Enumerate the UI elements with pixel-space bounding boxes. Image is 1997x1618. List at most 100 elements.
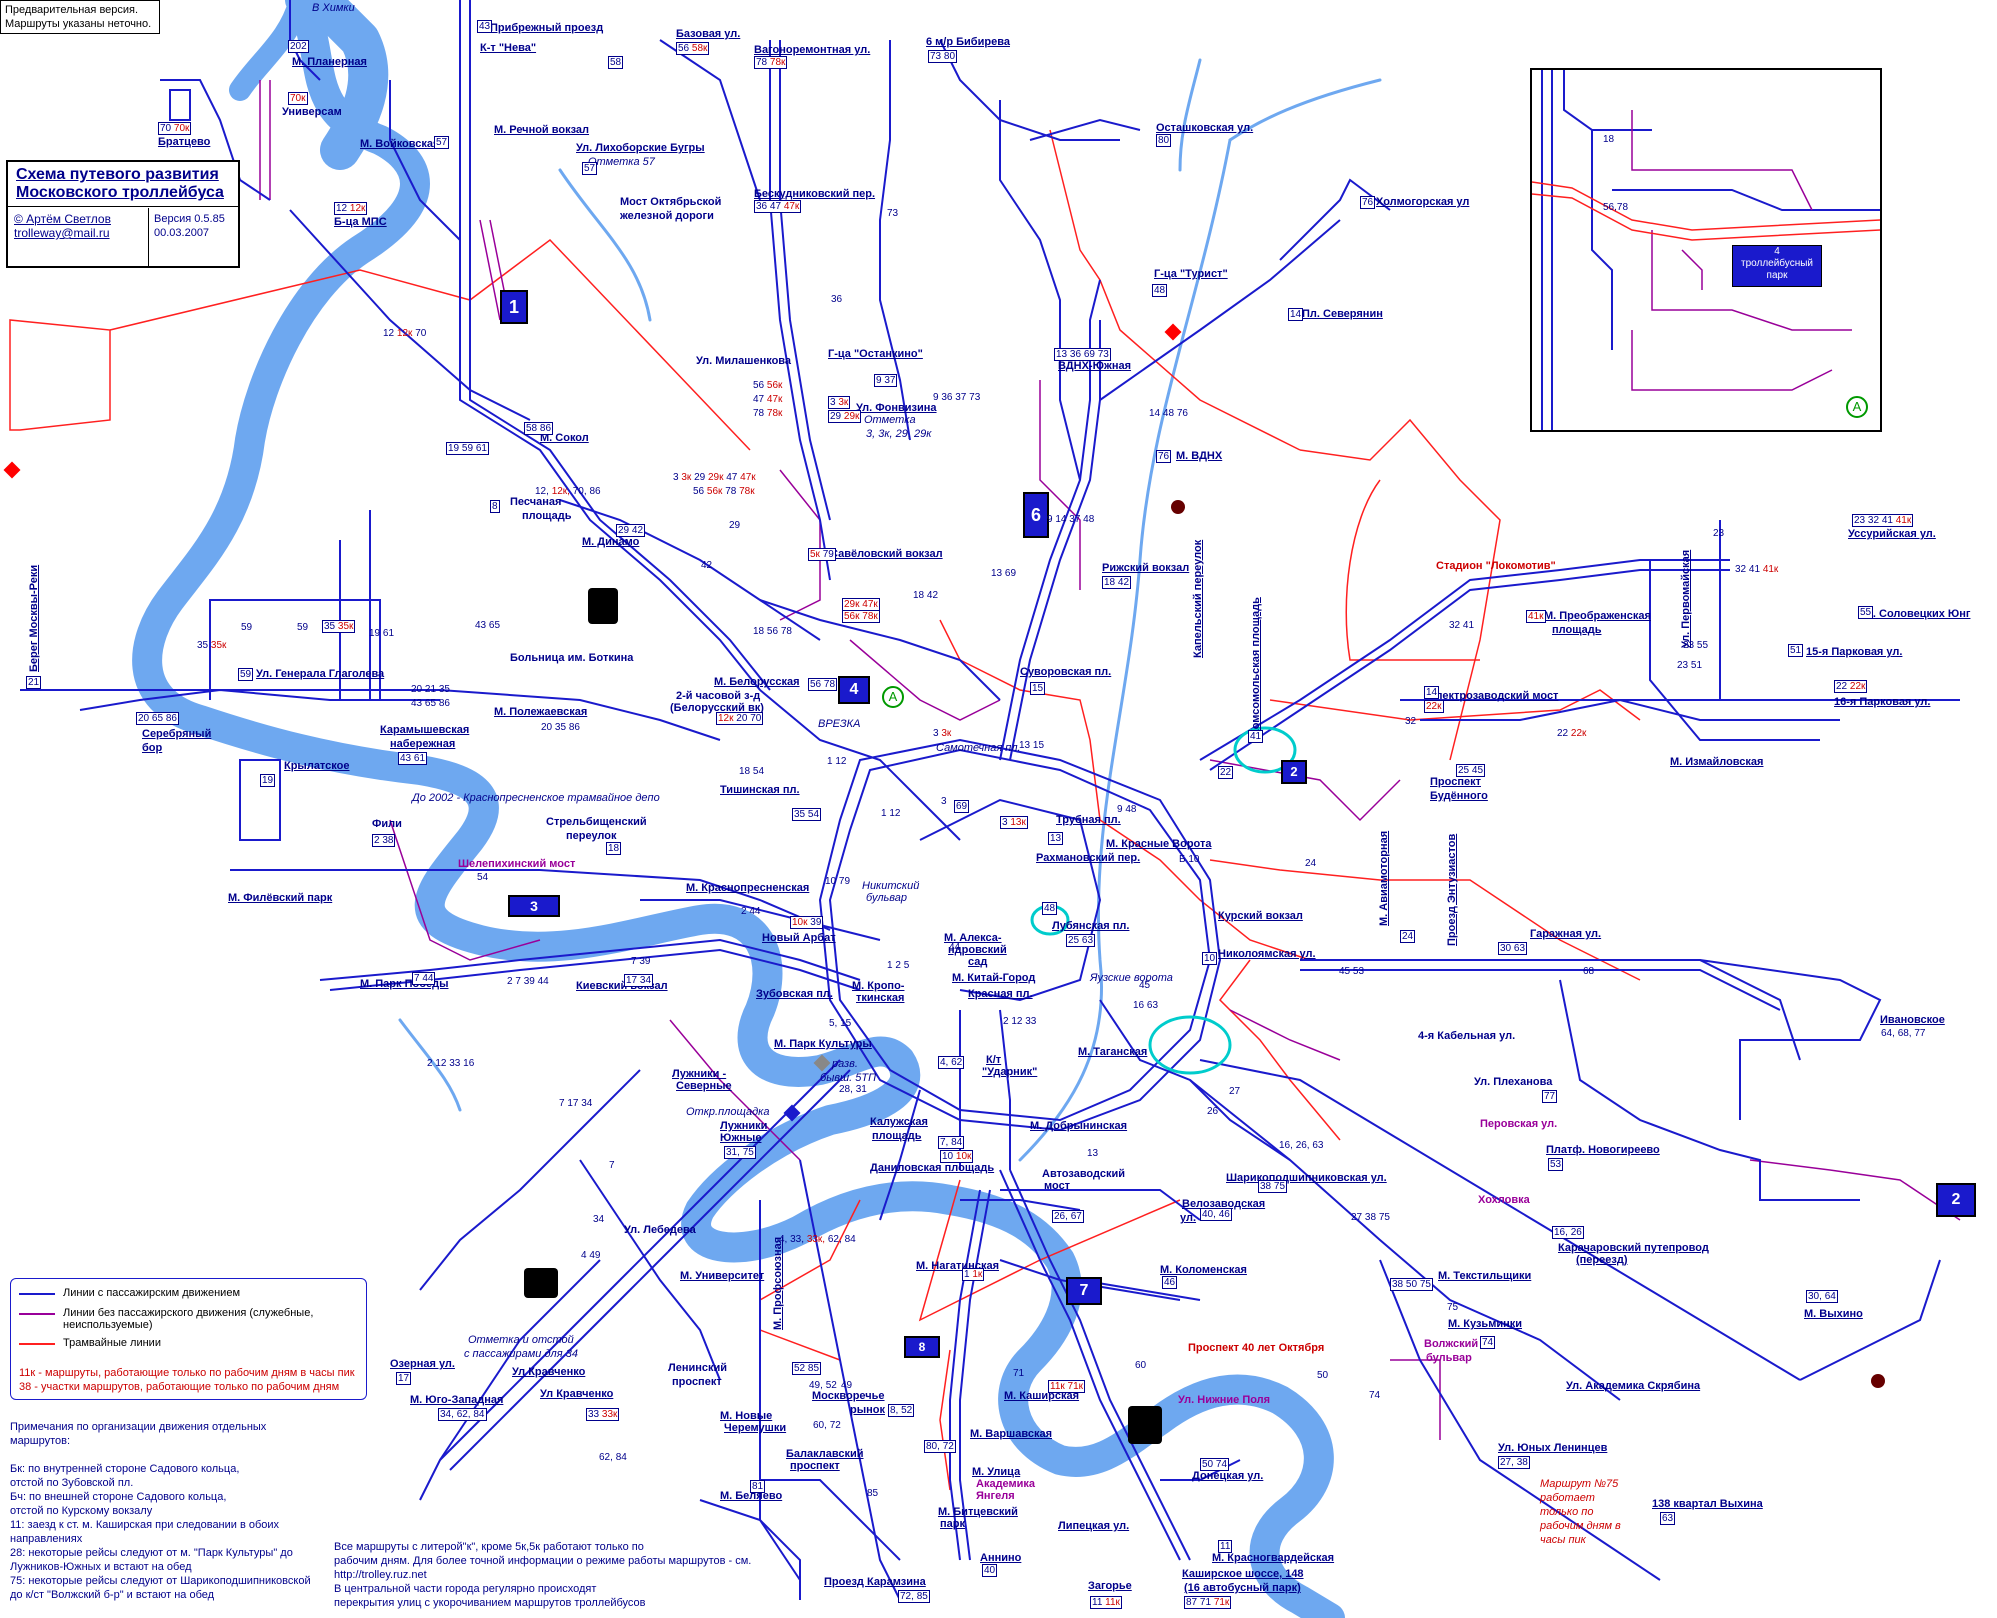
route-number: 74 (1482, 1337, 1494, 1348)
route-number: 43 (479, 21, 491, 32)
station-label-kitay_gorod: М. Китай-Город (952, 972, 1036, 984)
route-label-r1171k: 11к 71к (1048, 1380, 1086, 1393)
line-boulevard (919, 798, 1102, 1002)
inset-depot-4: 4 троллейбусный парк 18 56,78 А (1530, 68, 1882, 432)
route-number: 38 (1364, 1212, 1379, 1223)
depot-1[interactable]: 1 (500, 290, 528, 324)
route-number: 71 (1199, 1597, 1214, 1608)
route-number: 3 (941, 796, 947, 807)
route-number: 25 (1068, 935, 1082, 946)
route-number: 14 (1290, 309, 1302, 320)
station-label-beskudnikovsky: Бескудниковский пер. (754, 188, 876, 200)
station-label-serebryany: Серебряный (142, 728, 212, 740)
route-number: 43 (400, 753, 414, 764)
route-label-r449: 4 49 (580, 1250, 601, 1261)
route-number: 9 (876, 375, 885, 386)
stream-3 (398, 1018, 462, 1112)
route-number: 21 (28, 677, 40, 688)
route-number: 23 (1854, 515, 1868, 526)
route-label-r195961: 19 59 61 (446, 442, 489, 455)
route-number: 34 (639, 975, 652, 986)
route-number: 80 (943, 51, 956, 62)
service-line-3 (1039, 380, 1081, 590)
route-label-r6284: 62, 84 (598, 1452, 628, 1463)
depot-6[interactable]: 6 (1023, 492, 1049, 538)
route-number: 78 (753, 408, 767, 419)
depot-8[interactable]: 8 (904, 1336, 940, 1358)
route-number: 32 (1405, 716, 1417, 727)
depot-7[interactable]: 7 (1066, 1277, 1102, 1305)
route-label-r2738: 27, 38 (1498, 1456, 1530, 1469)
inset-depot-box[interactable]: 4 троллейбусный парк (1732, 245, 1822, 287)
route-number: 33к (601, 1409, 618, 1420)
inset-line-2 (1563, 70, 1652, 131)
depot-3[interactable]: 3 (508, 895, 560, 917)
route-number: 76 (1176, 408, 1188, 419)
route-number: 56к (766, 380, 783, 391)
route-number: 81 (752, 1481, 764, 1492)
station-label-filevsky: М. Филёвский парк (228, 892, 333, 904)
depot-2-vykhino[interactable]: 2 (1936, 1183, 1976, 1217)
route-label-r5658k: 56 58к (676, 42, 710, 55)
route-number: 4, (940, 1057, 952, 1068)
depot-2-komsomolskaya[interactable]: 2 (1281, 760, 1307, 784)
legend-swatch-service (19, 1313, 55, 1315)
route-label-r73: 73 (886, 208, 899, 219)
station-label-rizhsky: Рижский вокзал (1102, 562, 1190, 574)
route-number: 56 (810, 679, 824, 690)
route-label-r16263: 16, 26, 63 (1278, 1140, 1325, 1151)
tram-line-south (918, 1179, 1181, 1322)
station-label-balak_pr: проспект (790, 1460, 840, 1472)
author-email[interactable]: trolleway@mail.ru (14, 226, 110, 240)
ring-kursky (1148, 1015, 1232, 1075)
tram-line-east (1209, 859, 1641, 981)
line-tuschino (389, 80, 461, 241)
route-number: 61 (475, 443, 487, 454)
route-number: 50 (1202, 1459, 1216, 1470)
station-label-razv: разв. (832, 1058, 858, 1070)
route-label-r24: 24 (1304, 858, 1317, 869)
service-lines (259, 80, 1961, 1440)
station-label-bitsevsky: М. Битцевский (938, 1506, 1018, 1518)
route-label-r1111k: 11 11к (1090, 1596, 1122, 1609)
service-line-6 (1209, 759, 1401, 822)
bottom-note-line: Все маршруты с литерой"к", кроме 5к,5к р… (334, 1541, 644, 1553)
station-label-kashirskoe: Каширское шоссе, 148 (1182, 1568, 1304, 1580)
legend-peak-routes: 11к - маршруты, работающие только по раб… (19, 1367, 355, 1379)
station-label-oktyabrya: Проспект 40 лет Октября (1188, 1342, 1325, 1354)
depot-4[interactable]: 4 (838, 676, 870, 704)
route-number: 40 (984, 1565, 996, 1576)
route-number: 60, (813, 1420, 830, 1431)
route-number: 26 (1207, 1106, 1219, 1117)
station-label-trubnaya: Трубная пл. (1056, 814, 1121, 826)
route-number: 2 (374, 835, 383, 846)
route-number: 12 (435, 1058, 450, 1069)
route-number: 20 (411, 684, 425, 695)
route-label-r3: 3 (940, 796, 948, 807)
route-label-r1842: 18 42 (912, 590, 939, 601)
route-label-r202: 202 (288, 40, 309, 53)
station-label-ozernaya: Озерная ул. (390, 1358, 455, 1370)
route-number: 80 (1158, 135, 1170, 146)
route-number: 3к (941, 728, 952, 739)
station-label-strelbischensky: Стрельбищенский (546, 816, 647, 828)
route-number: 47к (783, 201, 800, 212)
station-label-aviamotornaya: М. Авиамоторная (1378, 830, 1390, 926)
inset-service-1 (1631, 110, 1813, 211)
route-number: 14 (1426, 687, 1438, 698)
station-label-annino: Аннино (980, 1552, 1022, 1564)
route-number: 86 (165, 713, 177, 724)
legend-service-1: Линии без пассажирского движения (служеб… (63, 1307, 314, 1319)
version-date: 00.03.2007 (154, 227, 210, 239)
route-number: 72 (942, 1441, 954, 1452)
route-note-line: направлениях (10, 1533, 83, 1545)
route-number: 76 (1158, 451, 1170, 462)
title-line-1: Схема путевого развития (16, 166, 219, 183)
route-number: 2 (1003, 1016, 1012, 1027)
route-number: 13 (1019, 740, 1033, 751)
route-note-line: Бч: по внешней стороне Садового кольца, (10, 1491, 227, 1503)
route-notes: Примечания по организации движения отдел… (10, 1420, 330, 1602)
route-number: 14 (1055, 514, 1070, 525)
route-label-r121270: 12 12к 70 (382, 328, 427, 339)
